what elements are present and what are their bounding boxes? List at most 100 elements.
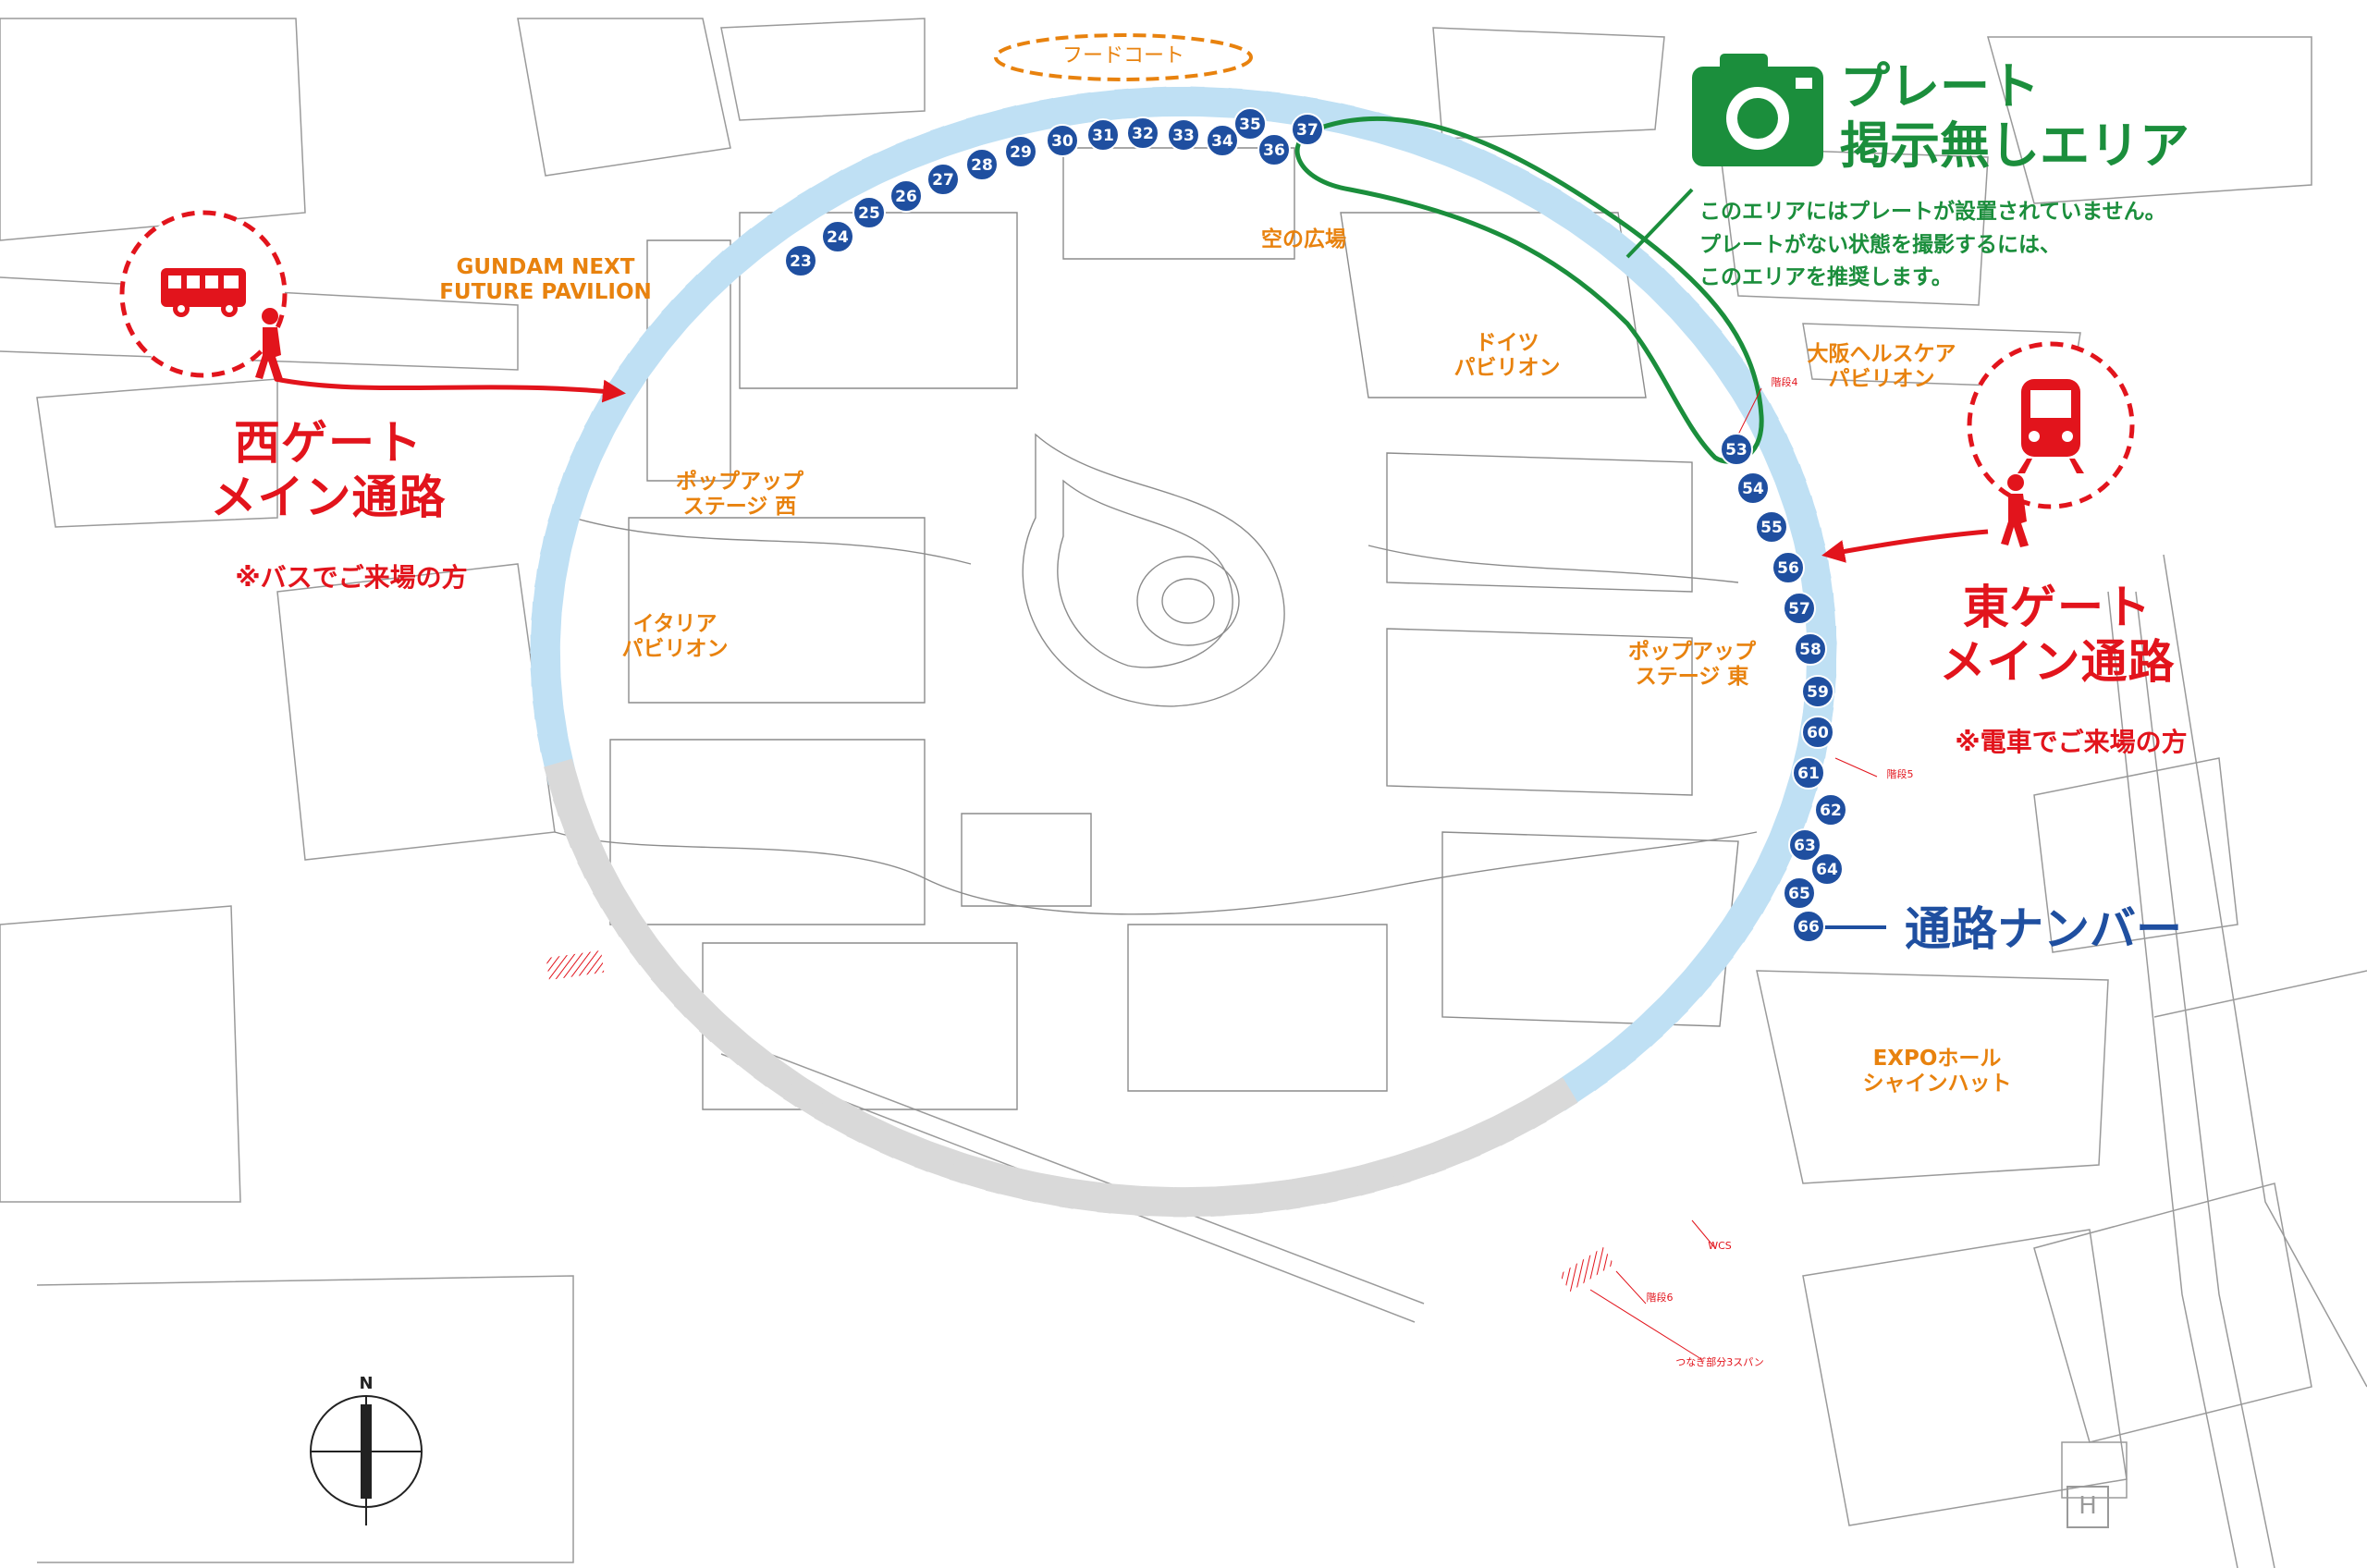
joint-sections bbox=[546, 949, 1614, 1292]
passage-number-badge: 64 bbox=[1810, 852, 1844, 886]
passage-badge-circle bbox=[1257, 133, 1291, 166]
walking-person-icon bbox=[255, 308, 283, 381]
passage-number-badge: 59 bbox=[1801, 675, 1834, 708]
passage-badge-circle bbox=[1206, 124, 1239, 157]
passage-badge-circle bbox=[1167, 118, 1200, 152]
passage-badge-circle bbox=[1720, 433, 1753, 466]
passage-number-badge: 26 bbox=[889, 179, 923, 213]
passage-number-badge: 35 bbox=[1233, 107, 1267, 141]
popup-stage-west-label: ポップアップ ステージ 西 bbox=[676, 470, 803, 520]
west-gate-arrow bbox=[275, 376, 626, 403]
gundam-pavilion-label: GUNDAM NEXT FUTURE PAVILION bbox=[439, 255, 652, 305]
east-gate-note: ※電車でご来場の方 bbox=[1955, 727, 2188, 757]
passage-number-badge: 25 bbox=[852, 196, 886, 229]
passage-badge-number: 32 bbox=[1132, 125, 1154, 143]
west-gate-note: ※バスでご来場の方 bbox=[235, 562, 468, 593]
passage-badge-number: 62 bbox=[1820, 802, 1842, 820]
camera-icon bbox=[1692, 54, 1823, 166]
passage-number-badge: 62 bbox=[1814, 793, 1847, 827]
passage-badge-circle bbox=[1801, 716, 1834, 749]
passage-number-badge: 37 bbox=[1291, 113, 1324, 146]
passage-badge-number: 26 bbox=[895, 188, 917, 206]
passage-number-badge: 36 bbox=[1257, 133, 1291, 166]
annotation-leaders bbox=[1589, 387, 1878, 1360]
food-court-label: フードコート bbox=[1061, 44, 1184, 67]
passage-badge-number: 30 bbox=[1051, 132, 1073, 151]
passage-badge-number: 33 bbox=[1172, 127, 1195, 145]
east-gate-label: 東ゲート メイン通路 bbox=[1939, 581, 2176, 689]
joint-label: つなぎ部分3スパン bbox=[1675, 1356, 1764, 1368]
sky-plaza-label: 空の広場 bbox=[1261, 227, 1346, 251]
osaka-pavilion-label: 大阪ヘルスケア パビリオン bbox=[1807, 342, 1956, 392]
passage-badge-circle bbox=[1046, 124, 1079, 157]
no-plate-area-title: プレート 掲示無しエリア bbox=[1840, 57, 2189, 175]
passage-number-badge: 31 bbox=[1086, 118, 1120, 152]
passage-badge-number: 37 bbox=[1296, 121, 1318, 140]
passage-badge-number: 55 bbox=[1760, 519, 1783, 537]
passage-badge-circle bbox=[1126, 116, 1159, 150]
stairs-6-label: 階段6 bbox=[1646, 1292, 1674, 1304]
passage-badge-circle bbox=[1794, 632, 1827, 666]
food-court-outline bbox=[994, 33, 1253, 81]
heliport-marker bbox=[2067, 1486, 2109, 1528]
passage-badge-circle bbox=[1783, 876, 1816, 910]
passage-badge-circle bbox=[784, 244, 817, 277]
north-label: N bbox=[359, 1374, 374, 1393]
passage-badge-number: 63 bbox=[1794, 837, 1816, 855]
italy-pavilion-label: イタリア パビリオン bbox=[621, 612, 729, 662]
germany-pavilion-label: ドイツ パビリオン bbox=[1453, 331, 1561, 381]
passage-badge-number: 61 bbox=[1797, 765, 1820, 783]
walking-person-icon bbox=[2001, 474, 2029, 547]
passage-badge-number: 64 bbox=[1816, 861, 1838, 879]
passage-badge-circle bbox=[1814, 793, 1847, 827]
east-gate-arrow bbox=[1821, 529, 1989, 563]
passage-number-badge: 58 bbox=[1794, 632, 1827, 666]
passage-number-badge: 53 bbox=[1720, 433, 1753, 466]
passage-badge-number: 59 bbox=[1807, 683, 1829, 702]
passage-number-badge: 66 bbox=[1792, 910, 1825, 943]
popup-stage-east-label: ポップアップ ステージ 東 bbox=[1628, 640, 1756, 690]
passage-number-badge: 30 bbox=[1046, 124, 1079, 157]
train-icon bbox=[2017, 379, 2084, 473]
passage-number-badge: 34 bbox=[1206, 124, 1239, 157]
walkway-ring-gray bbox=[544, 758, 1578, 1218]
passage-badge-circle bbox=[821, 220, 854, 253]
heliport-label: H bbox=[2079, 1492, 2097, 1520]
passage-number-badge: 60 bbox=[1801, 716, 1834, 749]
passage-badge-circle bbox=[1783, 592, 1816, 625]
passage-number-badge: 63 bbox=[1788, 828, 1821, 862]
passage-number-badge: 61 bbox=[1792, 756, 1825, 790]
passage-badge-circle bbox=[1004, 135, 1037, 168]
wcs-label: WCS bbox=[1708, 1240, 1732, 1252]
train-gate-marker bbox=[1967, 341, 2135, 547]
no-plate-leader bbox=[1625, 188, 1694, 259]
passage-number-badge: 55 bbox=[1755, 510, 1788, 544]
passage-badge-number: 54 bbox=[1742, 480, 1764, 498]
passage-badge-circle bbox=[1792, 756, 1825, 790]
passage-badge-circle bbox=[1755, 510, 1788, 544]
passage-number-badge: 24 bbox=[821, 220, 854, 253]
bus-gate-marker bbox=[119, 210, 288, 381]
passage-badge-circle bbox=[1736, 472, 1770, 505]
west-gate-label: 西ゲート メイン通路 bbox=[210, 416, 447, 524]
passage-badge-circle bbox=[1801, 675, 1834, 708]
passage-number-badge: 33 bbox=[1167, 118, 1200, 152]
passage-badge-number: 57 bbox=[1788, 600, 1810, 619]
passage-badge-number: 34 bbox=[1211, 132, 1233, 151]
passage-badge-circle bbox=[1788, 828, 1821, 862]
passage-number-badge: 29 bbox=[1004, 135, 1037, 168]
walkway-segment-gray bbox=[1518, 1077, 1578, 1130]
no-plate-area-note: このエリアにはプレートが設置されていません。 プレートがない状態を撮影するには、… bbox=[1699, 200, 2166, 290]
passage-number-badge: 27 bbox=[926, 163, 960, 196]
passage-badge-circle bbox=[1086, 118, 1120, 152]
passage-badge-circle bbox=[965, 148, 999, 181]
passage-number-badge: 65 bbox=[1783, 876, 1816, 910]
stairs-4-label: 階段4 bbox=[1771, 376, 1798, 388]
passage-badge-number: 65 bbox=[1788, 885, 1810, 903]
background-buildings bbox=[0, 18, 2367, 1568]
passage-badge-number: 35 bbox=[1239, 116, 1261, 134]
passage-badge-number: 25 bbox=[858, 204, 880, 223]
passage-badge-circle bbox=[1772, 551, 1805, 584]
